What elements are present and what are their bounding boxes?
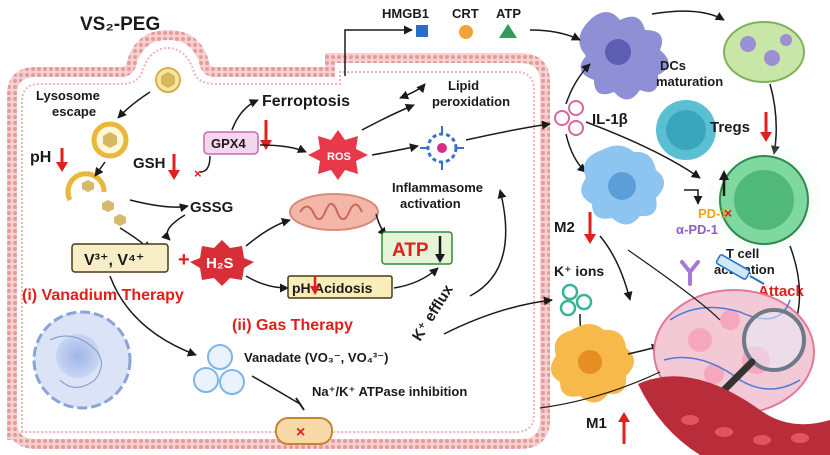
lysosome-escape-label-1: Lysosome <box>36 88 100 103</box>
title-vs2-peg: VS₂-PEG <box>80 14 160 35</box>
down-arrow-icon <box>56 148 68 172</box>
lipid-peroxidation-label-2: peroxidation <box>432 94 510 109</box>
treg-cell-icon <box>656 100 716 160</box>
crt-icon <box>459 25 473 39</box>
antibody-icon <box>680 260 700 286</box>
tregs-label: Tregs <box>710 119 750 136</box>
ros-icon: ROS <box>308 130 368 180</box>
m2-macrophage-icon <box>581 145 664 225</box>
gpx4-box <box>203 131 259 155</box>
gsh-label: GSH <box>133 155 166 172</box>
vanadium-ions-box <box>71 243 169 273</box>
inhibit-mark: × <box>296 424 305 441</box>
atpase-channel-icon: × <box>275 417 333 445</box>
dendritic-cell-icon <box>579 11 669 100</box>
lipid-peroxidation-label-1: Lipid <box>448 78 479 93</box>
atpase-inhibition-label: Na⁺/K⁺ ATPase inhibition <box>312 384 467 399</box>
m2-label: M2 <box>554 219 575 236</box>
down-arrow-icon <box>435 236 445 263</box>
k-ions-icon <box>559 283 593 317</box>
h2s-icon: H₂S <box>190 240 254 286</box>
syringe-icon <box>715 254 765 285</box>
down-arrow-icon <box>168 154 180 180</box>
mitochondrion-icon <box>289 193 379 231</box>
ferroptosis-label: Ferroptosis <box>262 93 350 110</box>
atp-icon <box>499 24 517 38</box>
vanadium-therapy-label: (i) Vanadium Therapy <box>22 287 184 304</box>
blood-vessel-icon <box>638 376 830 455</box>
dcs-maturation-label-1: DCs <box>660 58 686 73</box>
ph-label: pH <box>30 149 51 166</box>
broken-lysosome-icon <box>65 171 126 226</box>
up-arrow-icon <box>618 412 630 444</box>
dcs-maturation-label-2: maturation <box>656 74 723 89</box>
inflammasome-label-2: activation <box>400 196 461 211</box>
pd1-label: PD-1 <box>698 206 728 221</box>
cell-membrane <box>6 29 550 449</box>
down-arrow-icon <box>760 112 772 142</box>
down-arrow-icon <box>584 212 596 244</box>
k-efflux-label: K⁺ efflux <box>409 281 457 344</box>
block-x-icon: × <box>724 205 732 221</box>
hmgb1-label: HMGB1 <box>382 6 429 21</box>
atp-box-label: ATP <box>392 240 429 261</box>
t-cell-icon <box>719 155 809 245</box>
ph-acidosis-label: pH Acidosis <box>292 280 373 296</box>
il1b-label: IL-1β <box>592 111 628 128</box>
h2s-label: H₂S <box>206 255 234 272</box>
lysosome-escape-label-2: escape <box>52 104 96 119</box>
vanadate-icon <box>193 344 245 395</box>
lymph-node-icon <box>723 21 805 83</box>
up-arrow-icon <box>719 170 729 196</box>
gpx4-label: GPX4 <box>211 136 246 151</box>
ros-label: ROS <box>327 151 351 163</box>
tcell-activation-label-1: T cell <box>726 246 759 261</box>
plus-sign: + <box>178 249 190 271</box>
lysosome-icon <box>91 121 129 159</box>
atp-box <box>381 231 453 265</box>
hmgb1-icon <box>416 25 428 37</box>
gas-therapy-label: (ii) Gas Therapy <box>232 317 353 334</box>
block-x-icon: × <box>194 166 202 181</box>
m1-macrophage-icon <box>550 324 634 403</box>
apd1-label: α-PD-1 <box>676 222 718 237</box>
magnifier-icon <box>716 308 806 398</box>
nucleus-icon <box>32 310 132 410</box>
vanadium-ions-label: V³⁺, V⁴⁺ <box>84 252 144 269</box>
vs2-nanoparticle-icon <box>155 67 181 93</box>
gssg-label: GSSG <box>190 199 233 216</box>
down-arrow-icon <box>310 276 320 295</box>
inflammasome-icon <box>420 126 464 170</box>
crt-label: CRT <box>452 6 479 21</box>
m1-label: M1 <box>586 415 607 432</box>
inflammasome-label-1: Inflammasome <box>392 180 483 195</box>
atp-top-label: ATP <box>496 6 521 21</box>
vanadate-label: Vanadate (VO₃⁻, VO₄³⁻) <box>244 350 388 365</box>
il1b-icon <box>554 100 584 136</box>
k-ions-label: K⁺ ions <box>554 263 604 279</box>
